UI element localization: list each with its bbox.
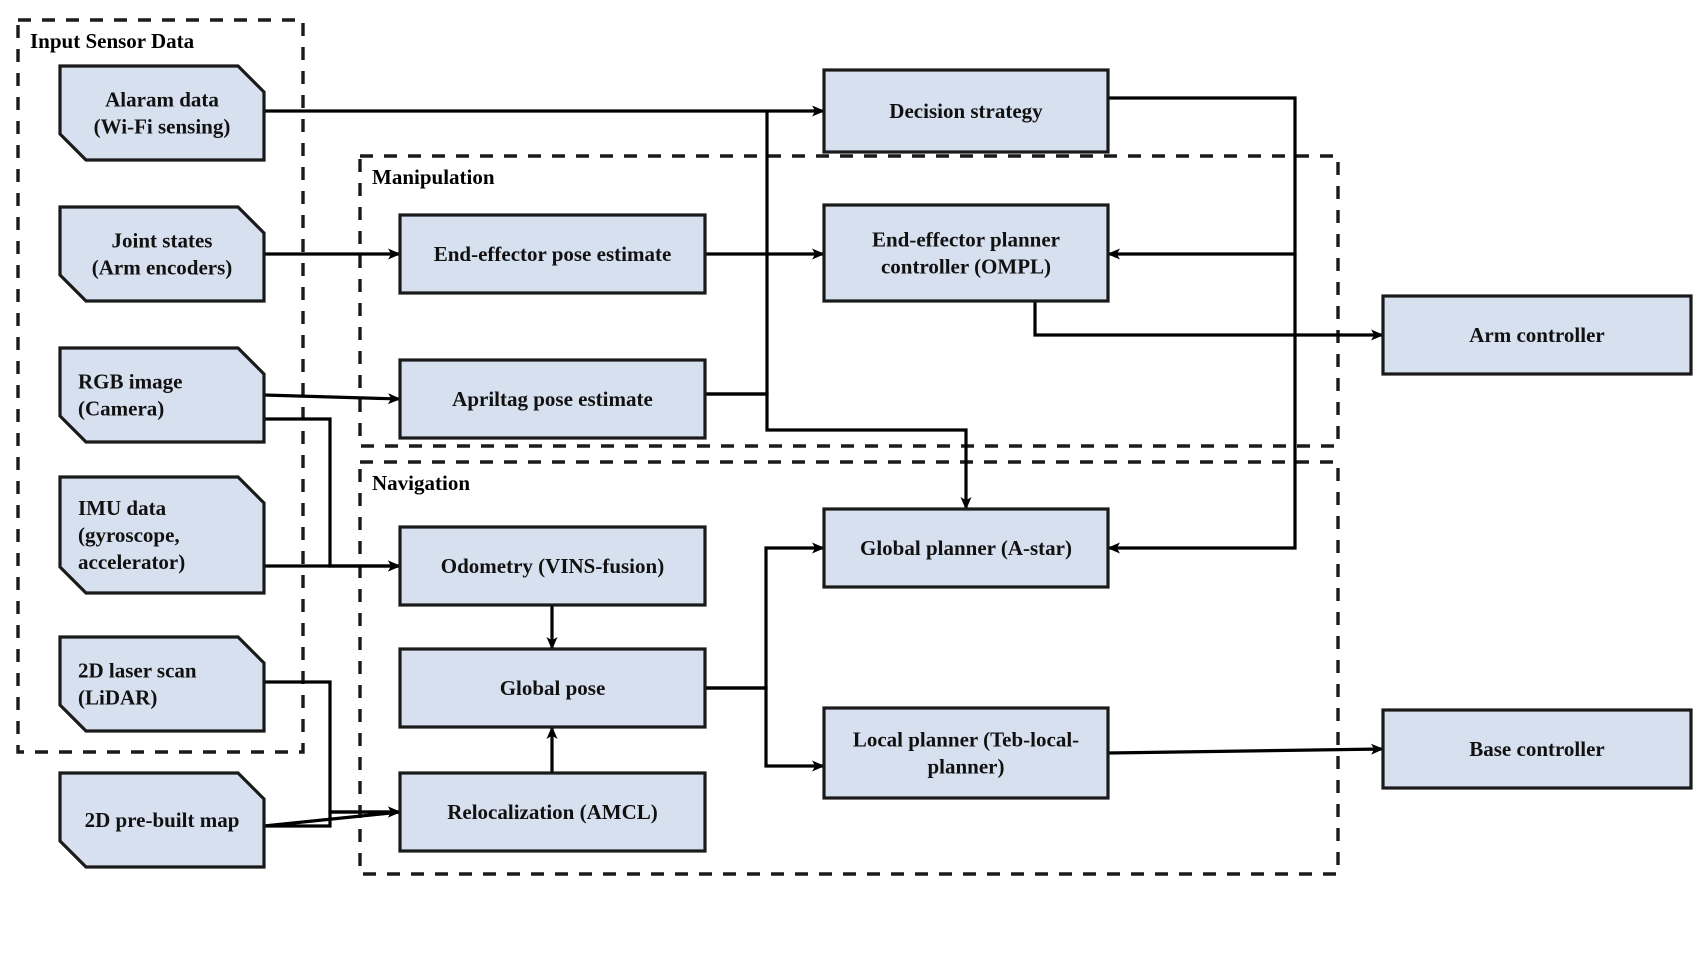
node-label-line: Local planner (Teb-local- (853, 728, 1079, 752)
process-node-odometry-vins-fusion: Odometry (VINS-fusion) (398, 525, 707, 607)
process-node-global-pose: Global pose (398, 647, 707, 729)
group-label-navigation: Navigation (372, 471, 470, 495)
process-node-shape (822, 203, 1110, 303)
sensor-node-imu-data: IMU data (gyroscope, accelerator) (58, 475, 266, 595)
process-node-shape (1381, 708, 1693, 790)
node-label-line: 2D pre-built map (85, 808, 240, 832)
process-node-shape (398, 358, 707, 440)
group-input-sensor-data: Input Sensor Data (16, 18, 305, 754)
process-node-local-planner-teb: Local planner (Teb-local-planner) (822, 706, 1110, 800)
process-node-shape (398, 213, 707, 295)
process-node-relocalization-amcl: Relocalization (AMCL) (398, 771, 707, 853)
process-node-shape (822, 507, 1110, 589)
process-node-shape (822, 706, 1110, 800)
node-label-line: (Camera) (78, 397, 164, 421)
sensor-node-shape (58, 771, 266, 869)
edge-decision-to-ompl (1107, 96, 1297, 260)
node-label-line: controller (OMPL) (881, 255, 1051, 279)
edge-global-pose-to-global-planner (705, 542, 825, 690)
sensor-node-shape (58, 635, 266, 733)
process-node-shape (1381, 294, 1693, 376)
process-node-end-effector-planner-controller: End-effector planner controller (OMPL) (822, 203, 1110, 303)
edge-map-to-relocalization-route (264, 806, 401, 828)
edge-lidar-to-relocalization (264, 680, 401, 818)
node-label-line: Base controller (1469, 737, 1605, 761)
node-label-line: (Arm encoders) (92, 256, 233, 280)
sensor-node-2d-prebuilt-map: 2D pre-built map (58, 771, 266, 869)
group-navigation: Navigation (358, 460, 1340, 876)
node-label-line: (Wi-Fi sensing) (94, 115, 231, 139)
sensor-node-alaram-data: Alaram data (Wi-Fi sensing) (58, 64, 266, 162)
node-label-line: End-effector pose estimate (434, 242, 672, 266)
group-border-manipulation (358, 154, 1340, 448)
sensor-node-shape (58, 205, 266, 303)
edge-global-pose-to-local-planner (705, 686, 825, 772)
sensor-node-joint-states: Joint states (Arm encoders) (58, 205, 266, 303)
process-node-shape (822, 68, 1110, 154)
process-node-shape (398, 647, 707, 729)
edge-apriltag-to-global-planner (705, 392, 972, 510)
edge-ompl-to-arm-controller (1033, 301, 1384, 341)
process-node-shape (398, 771, 707, 853)
node-label-line: (LiDAR) (78, 686, 157, 710)
node-label-line: IMU data (78, 496, 167, 520)
node-label-line: Global planner (A-star) (860, 536, 1072, 560)
node-label-line: End-effector planner (872, 228, 1060, 252)
node-label-line: (gyroscope, (78, 523, 180, 547)
sensor-node-shape (58, 64, 266, 162)
node-label-line: RGB image (78, 370, 182, 394)
group-border-input-sensor-data (16, 18, 305, 754)
group-label-manipulation: Manipulation (372, 165, 495, 189)
sensor-node-2d-laser-scan: 2D laser scan (LiDAR) (58, 635, 266, 733)
group-border-navigation (358, 460, 1340, 876)
sensor-node-rgb-image: RGB image (Camera) (58, 346, 266, 444)
node-label-line: Apriltag pose estimate (452, 387, 653, 411)
process-node-shape (398, 525, 707, 607)
node-label-line: Decision strategy (889, 99, 1043, 123)
sensor-node-shape (58, 475, 266, 595)
edges-layer (263, 96, 1384, 828)
process-node-arm-controller: Arm controller (1381, 294, 1693, 376)
process-node-end-effector-pose-estimate: End-effector pose estimate (398, 213, 707, 295)
node-label-line: Joint states (112, 229, 213, 253)
edge-decision-to-global-planner (1107, 254, 1297, 554)
node-label-line: Odometry (VINS-fusion) (441, 554, 664, 578)
sensor-node-shape (58, 346, 266, 444)
node-label-line: 2D laser scan (78, 659, 197, 683)
node-label-line: Alaram data (105, 88, 219, 112)
group-label-input-sensor-data: Input Sensor Data (30, 29, 195, 53)
edge-local-planner-to-base-controller (1107, 743, 1384, 755)
nodes-layer: Alaram data (Wi-Fi sensing) Joint states (A… (58, 64, 1693, 869)
node-label-line: Global pose (500, 676, 606, 700)
process-node-global-planner-astar: Global planner (A-star) (822, 507, 1110, 589)
node-label-line: Arm controller (1469, 323, 1604, 347)
node-label-line: accelerator) (78, 550, 185, 574)
edge-rgb-to-apriltag (263, 393, 401, 405)
node-label-line: planner) (927, 755, 1004, 779)
process-node-decision-strategy: Decision strategy (822, 68, 1110, 154)
edge-map-to-relocalization (263, 810, 401, 828)
process-node-base-controller: Base controller (1381, 708, 1693, 790)
process-node-apriltag-pose-estimate: Apriltag pose estimate (398, 358, 707, 440)
node-label-line: Relocalization (AMCL) (447, 800, 658, 824)
group-manipulation: Manipulation (358, 154, 1340, 448)
